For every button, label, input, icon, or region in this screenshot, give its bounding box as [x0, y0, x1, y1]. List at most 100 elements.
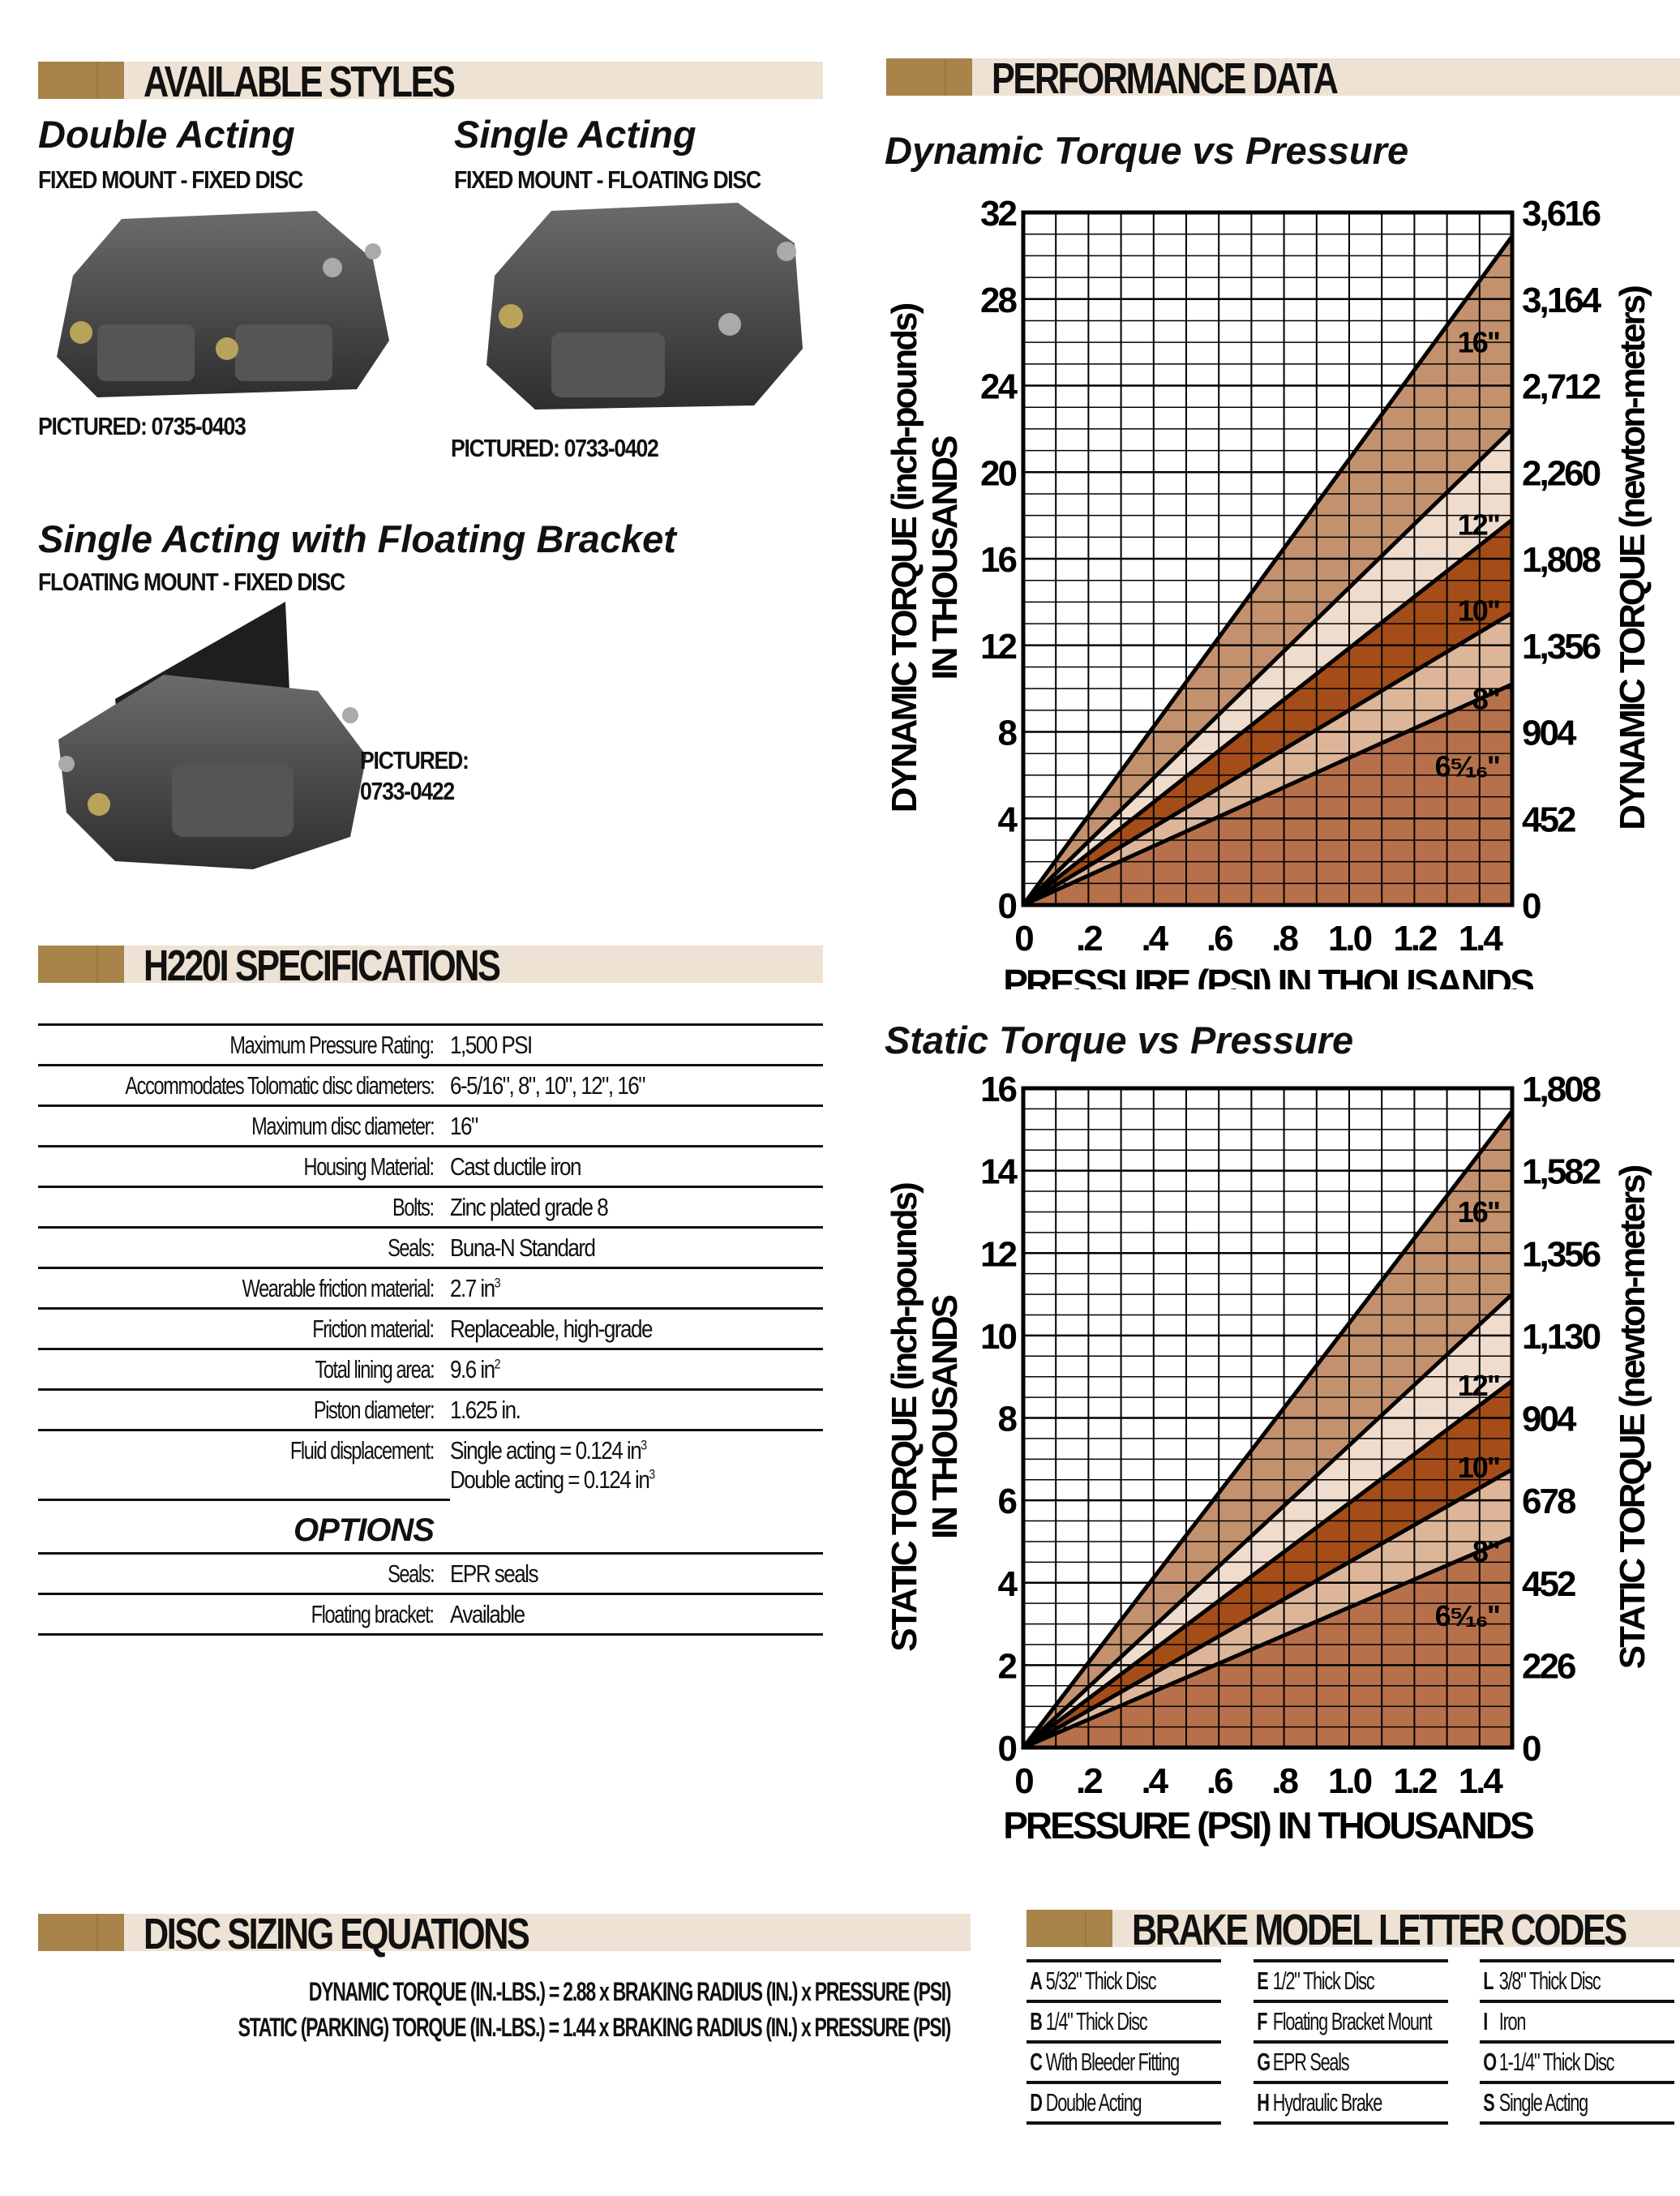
y-tick-label: 32	[980, 194, 1016, 234]
code-letter: D	[1030, 2088, 1043, 2117]
spec-row: Bolts:Zinc plated grade 8	[38, 1186, 823, 1226]
spec-value-line: 1,500 PSI	[450, 1031, 763, 1060]
y-tick-label: 10	[980, 1317, 1016, 1357]
spec-value: Buna-N Standard	[450, 1233, 823, 1263]
options-title: OPTIONS	[38, 1499, 450, 1552]
x-tick-label: 0	[1014, 1761, 1033, 1801]
performance-data-header: PERFORMANCE DATA	[886, 54, 1680, 103]
x-tick-label: .8	[1271, 919, 1298, 959]
y-right-tick-label: 1,808	[1522, 540, 1601, 580]
spec-row: Fluid displacement:Single acting = 0.124…	[38, 1429, 823, 1499]
spec-value: 6-5/16", 8", 10", 12", 16"	[450, 1071, 823, 1100]
x-tick-label: .4	[1141, 919, 1168, 959]
y-right-tick-label: 2,260	[1522, 453, 1601, 493]
plot-frame	[1021, 210, 1515, 907]
code-description: 3/8" Thick Disc	[1498, 1967, 1601, 1995]
spec-value-text: 6-5/16", 8", 10", 12", 16"	[450, 1071, 646, 1100]
y-axis-title-units: IN THOUSANDS	[925, 436, 965, 680]
x-tick-label: .6	[1206, 919, 1232, 959]
spec-value-text: 9.6 in	[450, 1355, 495, 1383]
style-title-single-acting: Single Acting	[454, 113, 696, 156]
spec-label-cell: Maximum Pressure Rating:	[38, 1031, 450, 1060]
code-letter: L	[1483, 1967, 1494, 1995]
spec-value: 9.6 in2	[450, 1355, 823, 1384]
pictured-part-number: PICTURED: 0735-0403	[38, 412, 246, 440]
style-title-floating-bracket: Single Acting with Floating Bracket	[38, 517, 676, 560]
code-description: EPR Seals	[1272, 2048, 1350, 2076]
spec-value-line: 9.6 in2	[450, 1355, 763, 1384]
available-styles-header: AVAILABLE STYLES	[38, 58, 823, 106]
spec-value: Available	[450, 1600, 823, 1629]
code-letter: H	[1257, 2088, 1270, 2117]
series-line-4	[1022, 1535, 1513, 1750]
y-tick-label: 8	[998, 1400, 1018, 1439]
spec-value: EPR seals	[450, 1559, 823, 1589]
y-tick-label: 0	[998, 1729, 1017, 1769]
spec-value-text: Cast ductile iron	[450, 1152, 582, 1181]
y-tick-label: 28	[980, 281, 1017, 320]
spec-value-exponent: 3	[641, 1437, 647, 1453]
header-accent-square	[38, 946, 124, 983]
spec-value-exponent: 3	[494, 1275, 501, 1291]
code-letter: I	[1483, 2007, 1488, 2035]
section-title: PERFORMANCE DATA	[992, 54, 1339, 103]
spec-label-cell: Housing Material:	[38, 1152, 450, 1182]
spec-label: Seals:	[387, 1559, 435, 1588]
code-letter: B	[1030, 2007, 1043, 2035]
header-accent-square	[38, 1914, 124, 1951]
code-letter: G	[1257, 2048, 1271, 2076]
pictured-part-number: 0733-0422	[360, 777, 455, 805]
y-right-tick-label: 1,808	[1522, 1070, 1601, 1109]
specifications-header: H220I SPECIFICATIONS	[38, 941, 823, 990]
y-axis-title: STATIC TORQUE (inch-pounds)	[885, 1183, 924, 1652]
code-letter: A	[1030, 1967, 1043, 1995]
spec-row: Accommodates Tolomatic disc diameters: 6-…	[38, 1064, 823, 1104]
pictured-label: PICTURED:	[360, 746, 469, 774]
y-right-tick-label: 904	[1522, 714, 1577, 753]
y-right-tick-label: 0	[1522, 886, 1541, 926]
spec-label-cell: Floating bracket:	[38, 1600, 450, 1629]
spec-value-text: Zinc plated grade 8	[450, 1193, 609, 1221]
y-tick-label: 0	[998, 886, 1017, 926]
y-right-tick-label: 1,130	[1522, 1317, 1601, 1357]
y-tick-label: 8	[998, 714, 1018, 753]
spec-label-cell: Seals:	[38, 1233, 450, 1263]
section-title: AVAILABLE STYLES	[144, 58, 456, 106]
spec-row: Maximum disc diameter:16"	[38, 1104, 823, 1145]
spec-value: 2.7 in3	[450, 1274, 823, 1303]
x-tick-label: 1.2	[1393, 1761, 1437, 1801]
spec-label: Accommodates Tolomatic disc diameters:	[125, 1071, 435, 1100]
spec-row: Piston diameter:1.625 in.	[38, 1388, 823, 1429]
y-tick-label: 4	[998, 1564, 1018, 1604]
series-line-4	[1022, 682, 1514, 907]
series-line-1	[1022, 427, 1514, 907]
spec-value-line: 1.625 in.	[450, 1396, 763, 1425]
spec-value-exponent: 3	[649, 1466, 655, 1482]
y-right-tick-label: 1,356	[1522, 627, 1601, 667]
dynamic-torque-equation: DYNAMIC TORQUE (IN.-LBS.) = 2.88 x BRAKI…	[308, 1977, 952, 2006]
section-title: DISC SIZING EQUATIONS	[144, 1910, 530, 1958]
x-tick-label: 1.2	[1393, 919, 1437, 959]
spec-value-text: 2.7 in	[450, 1274, 495, 1302]
spec-label: Friction material:	[312, 1315, 435, 1343]
specifications-table: Maximum Pressure Rating:1,500 PSI Accommo…	[38, 1023, 823, 1636]
code-letter: C	[1030, 2048, 1043, 2076]
y-right-tick-label: 452	[1522, 800, 1575, 839]
y-tick-label: 16	[980, 1070, 1016, 1109]
series-line-2	[1022, 1379, 1514, 1750]
style-subtitle: FLOATING MOUNT - FIXED DISC	[38, 568, 345, 596]
spec-label: Seals:	[387, 1233, 435, 1262]
